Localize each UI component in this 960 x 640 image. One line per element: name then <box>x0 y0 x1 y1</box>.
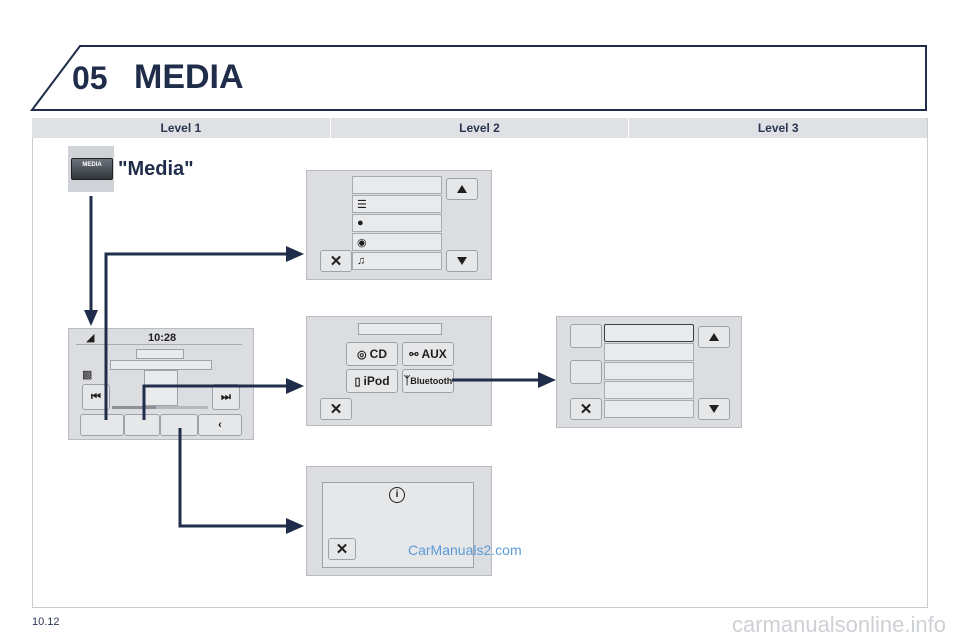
arrow-up-icon <box>457 185 467 193</box>
scroll-down-button[interactable] <box>698 398 730 420</box>
source-icon: ▩ <box>82 369 93 381</box>
speaker-icon: ◢ <box>86 332 95 344</box>
level-2-label: Level 2 <box>331 118 630 138</box>
bluetooth-icon: ᛉ <box>403 375 411 387</box>
artist-field <box>110 360 212 370</box>
list-icon: ☰ <box>357 198 367 211</box>
bluetooth-row-3[interactable] <box>604 362 694 380</box>
person-icon: ● <box>357 217 364 229</box>
side-button-2[interactable] <box>570 360 602 384</box>
clock: 10:28 <box>148 332 177 344</box>
media-button-face: MEDIA <box>71 158 113 180</box>
album-art <box>144 370 178 406</box>
level-1-label: Level 1 <box>32 118 331 138</box>
media-hardware-button[interactable]: MEDIA <box>68 146 114 192</box>
soft-key-1[interactable] <box>80 414 124 436</box>
info-icon: i <box>389 487 405 503</box>
arrow-down-icon <box>709 405 719 413</box>
bluetooth-label: Bluetooth <box>410 376 453 386</box>
aux-source-button[interactable]: ⚯ AUX <box>402 342 454 366</box>
next-track-button[interactable]: ⏭ <box>212 384 240 410</box>
guitar-icon: ♫ <box>357 255 366 267</box>
close-icon: ✕ <box>335 541 349 558</box>
scroll-down-button[interactable] <box>446 250 478 272</box>
bluetooth-row-5[interactable] <box>604 400 694 418</box>
divider <box>76 344 242 345</box>
level-3-label: Level 3 <box>757 121 799 135</box>
list-row-playlists[interactable]: ☰ <box>352 195 442 213</box>
aux-plug-icon: ⚯ <box>409 348 422 361</box>
cd-source-button[interactable]: ◎ CD <box>346 342 398 366</box>
bluetooth-row-2[interactable] <box>604 343 694 361</box>
page-number: 10.12 <box>32 616 60 628</box>
side-button-1[interactable] <box>570 324 602 348</box>
list-row-genres[interactable]: ♫ <box>352 252 442 270</box>
list-row-albums[interactable]: ◉ <box>352 233 442 251</box>
soft-key-2[interactable] <box>124 414 160 436</box>
close-icon: ✕ <box>579 401 593 418</box>
level-bar: Level 1 Level 2 Level 3 <box>32 118 927 138</box>
ipod-label: iPod <box>363 374 390 388</box>
ipod-source-button[interactable]: ▯ iPod <box>346 369 398 393</box>
site-watermark: carmanualsonline.info <box>731 612 946 637</box>
scroll-up-button[interactable] <box>446 178 478 200</box>
close-button[interactable]: ✕ <box>570 398 602 420</box>
bluetooth-row-4[interactable] <box>604 381 694 399</box>
header-band <box>30 45 927 111</box>
previous-track-button[interactable]: ⏮ <box>82 384 110 410</box>
chevron-left-icon: ‹ <box>218 419 222 431</box>
aux-label: AUX <box>421 347 447 361</box>
skip-forward-icon: ⏭ <box>221 390 231 403</box>
progress-bar-fill <box>112 406 156 409</box>
scroll-up-button[interactable] <box>698 326 730 348</box>
close-button[interactable]: ✕ <box>320 250 352 272</box>
close-button[interactable]: ✕ <box>328 538 356 560</box>
cd-icon: ◎ <box>357 348 370 361</box>
source-title-field <box>358 323 442 335</box>
arrow-down-icon <box>457 257 467 265</box>
bluetooth-row-1[interactable] <box>604 324 694 342</box>
skip-back-icon: ⏮ <box>91 390 101 403</box>
disc-icon: ◉ <box>357 236 367 249</box>
watermark: CarManuals2.com <box>408 542 522 558</box>
track-title-field <box>136 349 184 359</box>
list-row-header[interactable] <box>352 176 442 194</box>
cd-label: CD <box>369 347 387 361</box>
ipod-icon: ▯ <box>354 375 364 388</box>
soft-key-3[interactable] <box>160 414 198 436</box>
close-icon: ✕ <box>329 253 343 270</box>
close-button[interactable]: ✕ <box>320 398 352 420</box>
chapter-title: MEDIA <box>134 58 244 96</box>
arrow-up-icon <box>709 333 719 341</box>
list-row-artists[interactable]: ● <box>352 214 442 232</box>
media-label: "Media" <box>118 158 194 180</box>
chapter-number: 05 <box>72 60 108 96</box>
back-button[interactable]: ‹ <box>198 414 242 436</box>
close-icon: ✕ <box>329 401 343 418</box>
